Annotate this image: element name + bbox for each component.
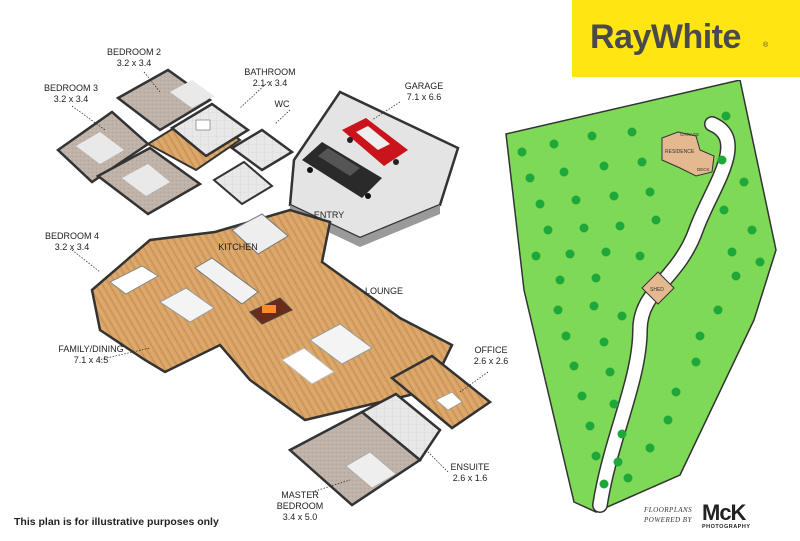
garage-area bbox=[288, 90, 460, 247]
bedroom-wing bbox=[56, 68, 295, 216]
living-area bbox=[90, 208, 454, 422]
tree-43 bbox=[671, 387, 681, 397]
credit-line-2: POWERED BY bbox=[644, 516, 692, 524]
tree-35 bbox=[561, 331, 571, 341]
tree-37 bbox=[695, 331, 705, 341]
tree-15 bbox=[739, 177, 749, 187]
tree-33 bbox=[617, 311, 627, 321]
tree-8 bbox=[599, 161, 609, 171]
tree-14 bbox=[717, 155, 727, 165]
tree-10 bbox=[535, 199, 545, 209]
tree-20 bbox=[719, 205, 729, 215]
tree-48 bbox=[613, 457, 623, 467]
mck-logo-sub: PHOTOGRAPHY bbox=[702, 524, 751, 530]
red-car bbox=[342, 118, 408, 166]
site-shed-label: SHED bbox=[650, 287, 664, 293]
disclaimer-text: This plan is for illustrative purposes o… bbox=[14, 516, 219, 528]
trees bbox=[517, 111, 765, 489]
tree-13 bbox=[645, 187, 655, 197]
tree-23 bbox=[565, 249, 575, 259]
tree-28 bbox=[555, 275, 565, 285]
tree-21 bbox=[747, 225, 757, 235]
tree-36 bbox=[599, 337, 609, 347]
tree-1 bbox=[517, 147, 527, 157]
tree-16 bbox=[543, 225, 553, 235]
tree-11 bbox=[571, 195, 581, 205]
tree-51 bbox=[623, 473, 633, 483]
tree-39 bbox=[605, 367, 615, 377]
site-residence-label: RESIDENCE bbox=[665, 149, 695, 155]
tree-7 bbox=[559, 167, 569, 177]
tree-49 bbox=[645, 443, 655, 453]
logo-wordmark: RayWhite bbox=[590, 18, 741, 56]
tree-47 bbox=[591, 451, 601, 461]
master-wing bbox=[287, 354, 493, 507]
tree-44 bbox=[585, 421, 595, 431]
tree-30 bbox=[731, 271, 741, 281]
tree-50 bbox=[599, 479, 609, 489]
site-garage-label: GARAGE bbox=[680, 132, 699, 137]
residence-building: GARAGE RESIDENCE DECK bbox=[661, 131, 715, 177]
tree-25 bbox=[635, 251, 645, 261]
tree-29 bbox=[591, 273, 601, 283]
tree-31 bbox=[553, 305, 563, 315]
tree-17 bbox=[579, 223, 589, 233]
floor-plan-illustration bbox=[56, 68, 493, 507]
tree-40 bbox=[691, 357, 701, 367]
tree-5 bbox=[721, 111, 731, 121]
tree-4 bbox=[627, 127, 637, 137]
tree-45 bbox=[617, 429, 627, 439]
shed-building: SHED bbox=[641, 271, 675, 305]
tree-32 bbox=[589, 301, 599, 311]
raywhite-logo: RayWhite ® bbox=[572, 0, 800, 77]
tree-3 bbox=[587, 131, 597, 141]
tree-46 bbox=[663, 415, 673, 425]
tree-12 bbox=[609, 191, 619, 201]
tree-2 bbox=[549, 139, 559, 149]
tree-26 bbox=[727, 247, 737, 257]
tree-22 bbox=[531, 251, 541, 261]
label-leaders bbox=[71, 71, 489, 493]
tree-41 bbox=[577, 391, 587, 401]
black-suv bbox=[302, 142, 382, 199]
tree-19 bbox=[651, 215, 661, 225]
site-plan: GARAGE RESIDENCE DECK SHED bbox=[505, 80, 777, 513]
tree-34 bbox=[713, 305, 723, 315]
label-wc: WC bbox=[274, 99, 290, 109]
label-kitchen: KITCHEN bbox=[218, 242, 258, 252]
trademark-symbol: ® bbox=[763, 42, 769, 49]
tree-27 bbox=[755, 257, 765, 267]
label-lounge: LOUNGE bbox=[364, 286, 403, 296]
tree-38 bbox=[569, 361, 579, 371]
tree-24 bbox=[601, 247, 611, 257]
tree-6 bbox=[525, 173, 535, 183]
tree-42 bbox=[609, 399, 619, 409]
mck-logo: McK bbox=[702, 500, 746, 525]
tree-9 bbox=[637, 157, 647, 167]
credit-line-1: FLOORPLANS bbox=[644, 506, 693, 514]
site-deck-label: DECK bbox=[697, 167, 710, 172]
label-entry: ENTRY bbox=[313, 210, 345, 220]
tree-18 bbox=[615, 221, 625, 231]
photographer-credit: FLOORPLANS POWERED BY McK PHOTOGRAPHY bbox=[612, 500, 792, 532]
